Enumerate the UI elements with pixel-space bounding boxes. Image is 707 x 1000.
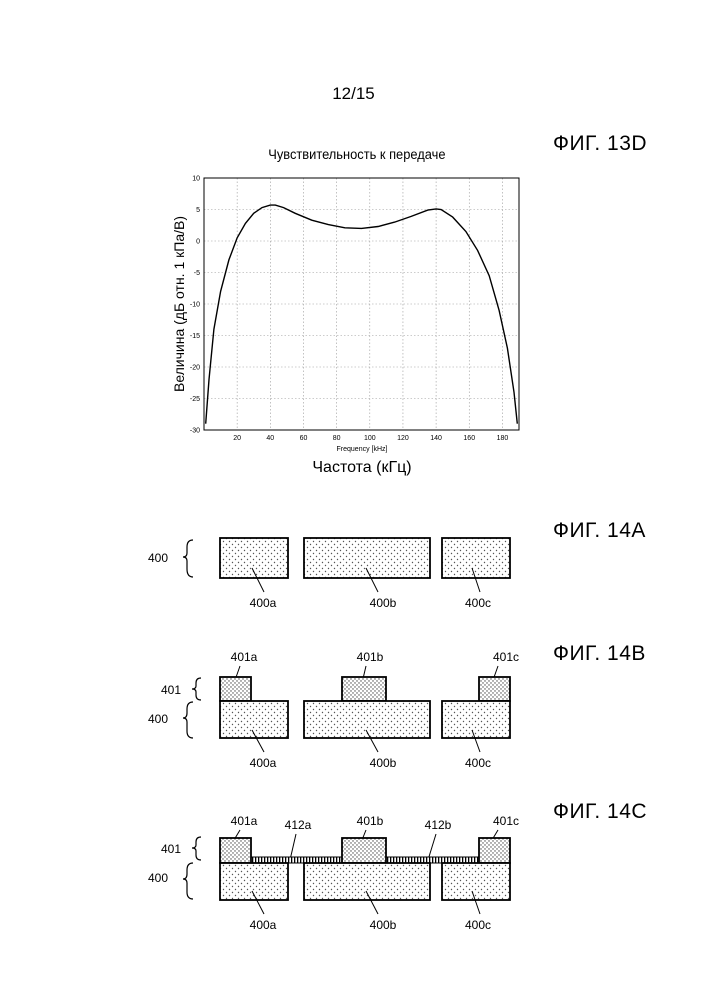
block-400c: [442, 701, 510, 738]
x-tick-label: 140: [430, 435, 442, 442]
label-401c: 401c: [493, 650, 519, 664]
page-number: 12/15: [0, 84, 707, 104]
block-400b: [304, 538, 430, 578]
label-412a: 412a: [285, 818, 312, 832]
label-400c: 400c: [465, 596, 491, 610]
x-tick-label: 80: [333, 435, 341, 442]
chart-ticks: 20 40 60 80 100 120 140 160 180 10 5 0 -5 -10 -15 -20 -2…: [190, 176, 508, 443]
x-axis-label-translation: Частота (кГц): [312, 459, 411, 476]
chart-title: Чувствительность к передаче: [268, 147, 445, 163]
block-401a: [220, 677, 251, 701]
label-400b: 400b: [370, 918, 397, 932]
label-400: 400: [148, 551, 168, 565]
label-400c: 400c: [465, 918, 491, 932]
brace-400: [183, 702, 193, 738]
brace-400: [183, 540, 193, 577]
block-401b: [342, 677, 386, 701]
figure-14a-diagram: 400 400a 400b 400c: [130, 520, 530, 620]
x-tick-label: 180: [497, 435, 509, 442]
label-400b: 400b: [370, 596, 397, 610]
label-412b: 412b: [425, 818, 452, 832]
x-tick-label: 120: [397, 435, 409, 442]
leader-412a: [290, 834, 296, 860]
label-401b: 401b: [357, 814, 384, 828]
label-401: 401: [161, 842, 181, 856]
figure-14c-diagram: 401a 412a 401b 412b 401c 401 400 400a 40…: [130, 800, 530, 940]
label-401c: 401c: [493, 814, 519, 828]
x-tick-label: 160: [463, 435, 475, 442]
label-401b: 401b: [357, 650, 384, 664]
block-401c: [479, 677, 510, 701]
brace-401: [192, 837, 201, 860]
block-401a: [220, 838, 251, 863]
x-tick-label: 40: [266, 435, 274, 442]
x-tick-label: 20: [233, 435, 241, 442]
block-400a: [220, 701, 288, 738]
frequency-response-chart: Чувствительность к передаче 204060801001…: [160, 140, 530, 480]
block-400b: [304, 863, 430, 900]
leader-412b: [428, 834, 436, 860]
y-tick-label: -20: [190, 365, 200, 372]
y-tick-label: 0: [196, 239, 200, 246]
connector-412b: [386, 857, 479, 863]
chart-series-line: [206, 205, 518, 424]
label-400a: 400a: [250, 918, 277, 932]
connector-412a: [251, 857, 342, 863]
figure-label-13d: ФИГ. 13D: [553, 132, 647, 156]
block-401c: [479, 838, 510, 863]
y-axis-label: Величина (дБ отн. 1 кПа/В): [171, 216, 187, 392]
label-401: 401: [161, 683, 181, 697]
figure-14b-diagram: 401a 401b 401c 401 400 400a 400b 400c: [130, 640, 530, 780]
y-tick-label: -10: [190, 302, 200, 309]
label-401a: 401a: [231, 650, 258, 664]
figure-label-14c: ФИГ. 14C: [553, 800, 647, 824]
block-400c: [442, 538, 510, 578]
y-tick-label: 5: [196, 207, 200, 214]
y-tick-label: -15: [190, 333, 200, 340]
block-400c: [442, 863, 510, 900]
label-400: 400: [148, 871, 168, 885]
block-401b: [342, 838, 386, 863]
brace-400: [183, 863, 193, 899]
label-400a: 400a: [250, 756, 277, 770]
x-tick-label: 60: [300, 435, 308, 442]
label-400a: 400a: [250, 596, 277, 610]
y-tick-label: -25: [190, 396, 200, 403]
label-400b: 400b: [370, 756, 397, 770]
label-400: 400: [148, 712, 168, 726]
y-tick-label: -30: [190, 428, 200, 435]
y-tick-label: 10: [192, 176, 200, 183]
figure-label-14b: ФИГ. 14B: [553, 642, 646, 666]
label-401a: 401a: [231, 814, 258, 828]
y-tick-label: -5: [194, 270, 200, 277]
brace-401: [192, 678, 201, 700]
figure-label-14a: ФИГ. 14A: [553, 519, 646, 543]
label-400c: 400c: [465, 756, 491, 770]
x-axis-label: Frequency [kHz]: [337, 446, 388, 453]
x-tick-label: 100: [364, 435, 376, 442]
